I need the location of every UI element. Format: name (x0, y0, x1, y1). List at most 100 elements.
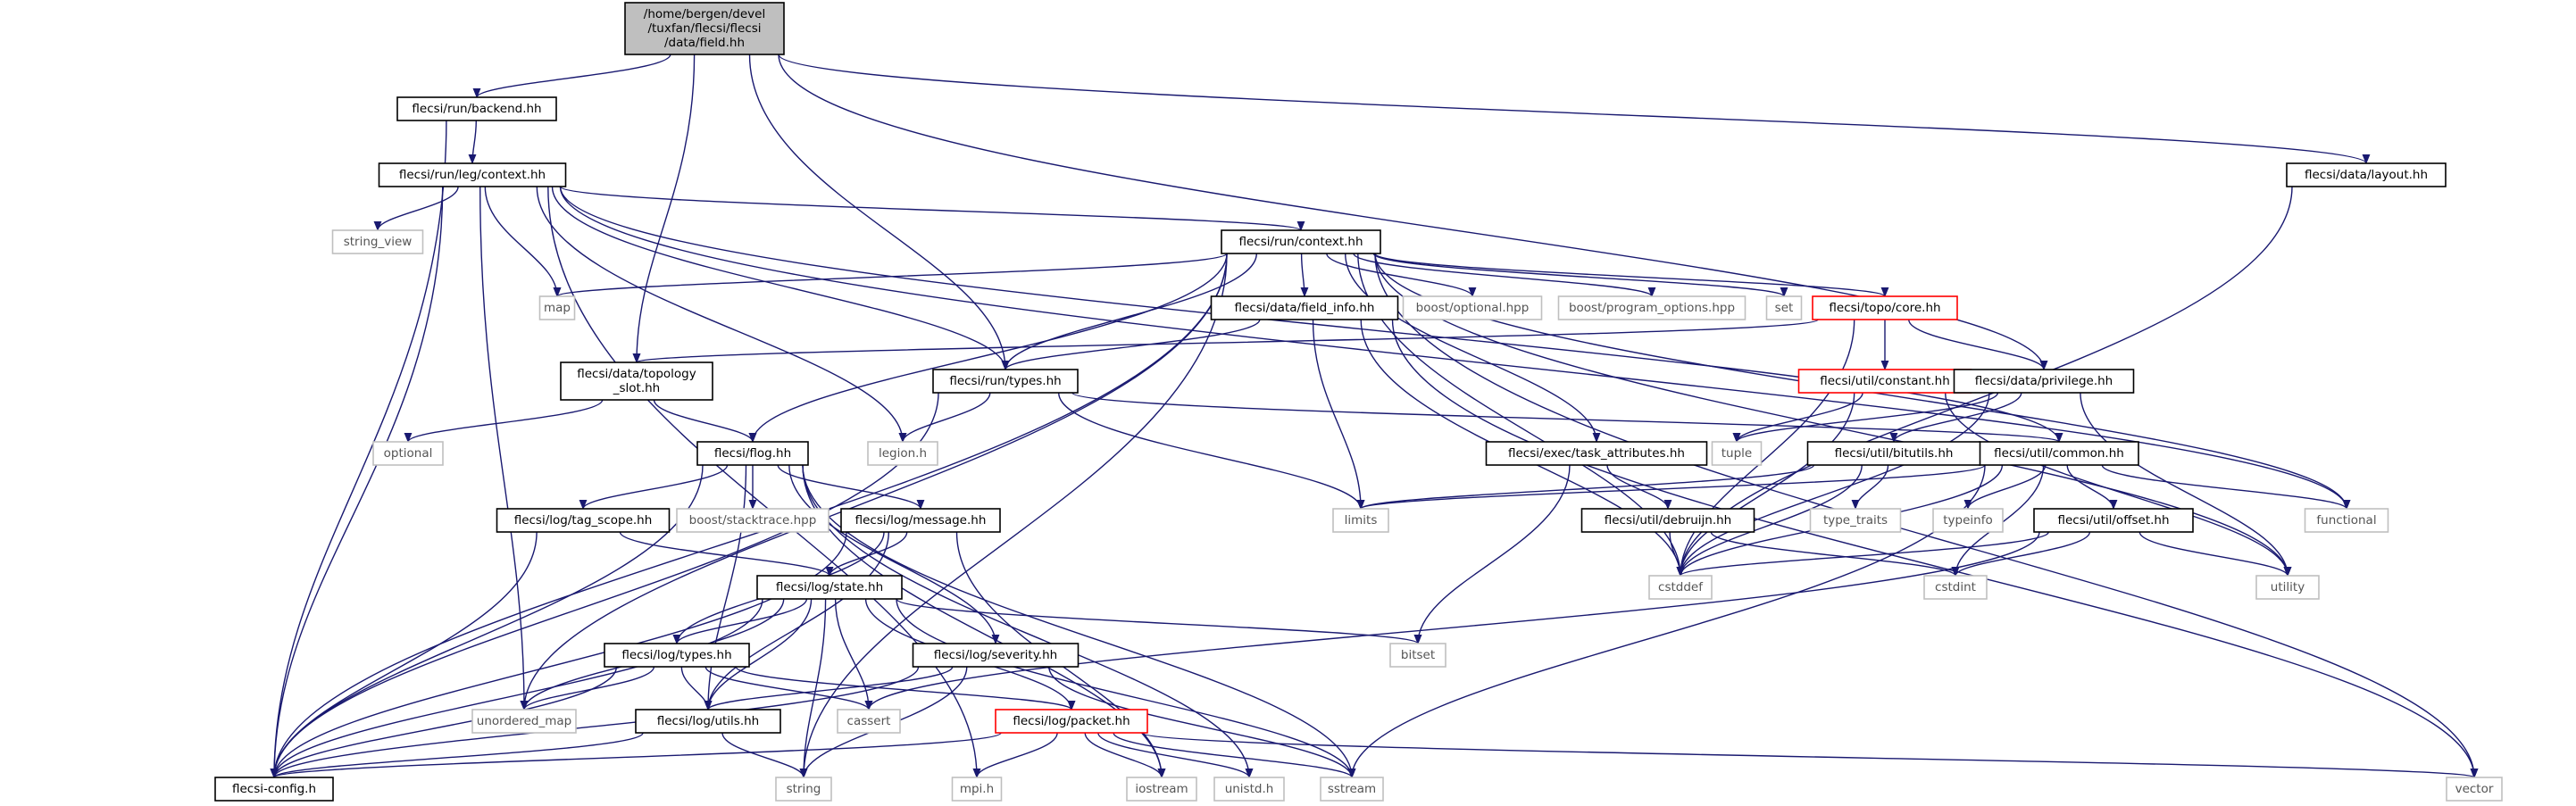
node-unordered_map: unordered_map (471, 709, 577, 734)
node-bitset: bitset (1389, 643, 1446, 668)
edge-state-to-utils (704, 598, 813, 711)
node-root-label: /tuxfan/flecsi/flecsi (647, 21, 761, 36)
edge-tagscope-to-config (270, 531, 538, 779)
edge-debruijn-to-cstdint (1710, 531, 1960, 577)
node-privilege-label: flecsi/data/privilege.hh (1975, 374, 2113, 388)
node-common[interactable]: flecsi/util/common.hh (1979, 441, 2139, 466)
node-severity-box (912, 643, 1080, 668)
node-toposlot[interactable]: flecsi/data/topology_slot.hh (560, 361, 713, 401)
edge-taskattr-to-bitset (1413, 464, 1571, 645)
node-privilege[interactable]: flecsi/data/privilege.hh (1953, 369, 2135, 394)
edge-offset-to-utility (2138, 531, 2292, 577)
edge-flog-to-tagscope (579, 464, 729, 511)
node-tagscope-box (496, 508, 671, 533)
edge-runtypes-to-common (1071, 392, 2063, 444)
node-config[interactable]: flecsi-config.h (214, 777, 334, 802)
edge-packet-to-vector (1141, 732, 2478, 779)
node-boostopt-box (1402, 295, 1543, 320)
edge-root-to-runtypes (748, 54, 1010, 371)
node-message-box (840, 508, 1001, 533)
node-topocore-box (1812, 295, 1958, 320)
node-bitutils[interactable]: flecsi/util/bitutils.hh (1806, 441, 1981, 466)
edge-runctx-to-flog (748, 253, 1228, 444)
node-utils-label: flecsi/log/utils.hh (657, 714, 759, 728)
edge-runctx-to-taskattr (1345, 253, 1601, 444)
edge-constant-to-tuple (1732, 392, 1863, 444)
edge-state-to-string (799, 598, 827, 779)
node-unistd: unistd.h (1213, 777, 1285, 802)
edge-runctx-to-topocore (1374, 253, 1889, 298)
node-backend[interactable]: flecsi/run/backend.hh (396, 96, 557, 121)
node-functional: functional (2304, 508, 2389, 533)
edge-constant-to-cstddef (1676, 392, 1855, 577)
node-string_view: string_view (331, 229, 424, 254)
node-boostpo-label: boost/program_options.hpp (1569, 301, 1735, 315)
node-flog[interactable]: flecsi/flog.hh (696, 441, 809, 466)
edge-layer (270, 54, 2479, 779)
node-layout-label: flecsi/data/layout.hh (2305, 168, 2428, 182)
node-toposlot-box (560, 361, 713, 401)
node-limits: limits (1332, 508, 1389, 533)
node-severity[interactable]: flecsi/log/severity.hh (912, 643, 1080, 668)
edge-topocore-to-privilege (1908, 319, 2048, 371)
node-common-label: flecsi/util/common.hh (1994, 446, 2124, 461)
node-utils[interactable]: flecsi/log/utils.hh (635, 709, 781, 734)
edge-offset-to-cassert (864, 531, 2040, 711)
node-sstream: sstream (1320, 777, 1384, 802)
node-cstdint: cstdint (1923, 575, 1988, 600)
node-tagscope[interactable]: flecsi/log/tag_scope.hh (496, 508, 671, 533)
node-mpi-box (951, 777, 1003, 802)
edge-runctx-to-boostopt (1326, 253, 1477, 298)
node-boostpo: boost/program_options.hpp (1557, 295, 1747, 320)
node-tuple-label: tuple (1722, 446, 1752, 461)
node-logtypes[interactable]: flecsi/log/types.hh (604, 643, 750, 668)
node-cstddef-label: cstddef (1658, 580, 1704, 594)
node-runctx[interactable]: flecsi/run/context.hh (1221, 229, 1381, 254)
node-constant-box (1797, 369, 1972, 394)
edge-fieldinfo-to-limits (1312, 319, 1365, 511)
edge-runctx-to-map (553, 253, 1228, 298)
edge-legctx-to-map (484, 186, 562, 298)
edge-logtypes-to-unordered_map (520, 666, 655, 711)
edge-legctx-to-config (270, 186, 444, 779)
node-optional: optional (372, 441, 444, 466)
node-root[interactable]: /home/bergen/devel/tuxfan/flecsi/flecsi/… (624, 2, 785, 55)
edge-logtypes-to-config (270, 666, 618, 779)
node-backend-box (396, 96, 557, 121)
node-sstream-label: sstream (1328, 782, 1376, 796)
node-runtypes[interactable]: flecsi/run/types.hh (932, 369, 1079, 394)
edge-privilege-to-cstddef (1676, 392, 1990, 577)
node-taskattr-box (1485, 441, 1708, 466)
node-state[interactable]: flecsi/log/state.hh (756, 575, 903, 600)
node-fieldinfo[interactable]: flecsi/data/field_info.hh (1210, 295, 1399, 320)
node-string_view-label: string_view (344, 235, 413, 249)
node-logtypes-box (604, 643, 750, 668)
node-packet-box (995, 709, 1148, 734)
node-root-label: /home/bergen/devel (644, 7, 765, 21)
edge-debruijn-to-cstddef (1669, 531, 1685, 577)
node-layout[interactable]: flecsi/data/layout.hh (2286, 162, 2447, 187)
node-packet-label: flecsi/log/packet.hh (1013, 714, 1130, 728)
node-type_traits: type_traits (1809, 508, 1902, 533)
node-legctx[interactable]: flecsi/run/leg/context.hh (378, 162, 567, 187)
node-packet[interactable]: flecsi/log/packet.hh (995, 709, 1148, 734)
node-tuple-box (1711, 441, 1763, 466)
edge-fieldinfo-to-vector (1391, 319, 2479, 779)
node-debruijn[interactable]: flecsi/util/debruijn.hh (1580, 508, 1755, 533)
edge-runctx-to-config (270, 253, 1228, 779)
node-constant[interactable]: flecsi/util/constant.hh (1797, 369, 1972, 394)
node-taskattr[interactable]: flecsi/exec/task_attributes.hh (1485, 441, 1708, 466)
node-message[interactable]: flecsi/log/message.hh (840, 508, 1001, 533)
edge-state-to-logtypes (672, 598, 808, 645)
edge-flog-to-severity (788, 464, 1000, 645)
edge-runctx-to-unordered_map (520, 253, 1228, 711)
edge-legctx-to-common (559, 186, 2063, 444)
edge-constant-to-utility (1945, 392, 2292, 577)
node-offset[interactable]: flecsi/util/offset.hh (2033, 508, 2194, 533)
edge-message-to-utils (704, 531, 889, 711)
node-topocore[interactable]: flecsi/topo/core.hh (1812, 295, 1958, 320)
node-type_traits-box (1809, 508, 1902, 533)
node-debruijn-label: flecsi/util/debruijn.hh (1605, 513, 1731, 528)
node-type_traits-label: type_traits (1823, 513, 1888, 528)
